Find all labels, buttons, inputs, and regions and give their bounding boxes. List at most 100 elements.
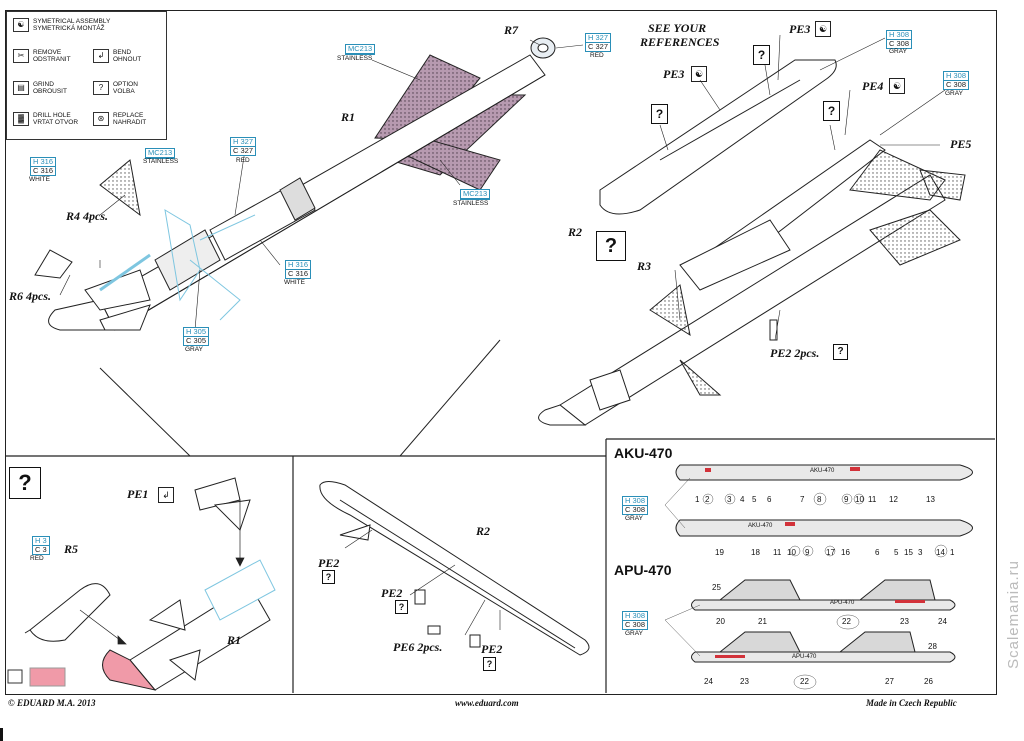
option-mark-pe2-right: ? (483, 657, 496, 671)
grind-icon: ▤ (13, 81, 29, 95)
decal-number: 11 (773, 548, 782, 557)
decal-number: 9 (844, 495, 849, 504)
decal-number: 3 (727, 495, 732, 504)
aku-stencil-top: AKU-470 (810, 468, 835, 474)
label-r3: R3 (637, 259, 652, 273)
decal-number: 11 (868, 495, 877, 504)
decal-number: 1 (950, 548, 955, 557)
label-pe5: PE5 (950, 137, 972, 151)
option-mark-pe4: ? (823, 101, 840, 121)
decal-number: 6 (767, 495, 772, 504)
label-r4: R4 4pcs. (66, 209, 108, 223)
decal-number: 13 (926, 495, 935, 504)
decal-number: 5 (894, 548, 899, 557)
label-pe1: PE1 (127, 487, 149, 501)
decal-number: 22 (842, 617, 851, 626)
bend-icon-pe1: ↲ (158, 487, 174, 503)
decal-number: 23 (900, 617, 909, 626)
ref-gray-apu: GRAY (625, 630, 643, 637)
ref-red-r5: RED (30, 555, 44, 562)
decal-number: 2 (705, 495, 710, 504)
remove-icon: ✂ (13, 49, 29, 63)
label-r1-detail: R1 (227, 633, 242, 647)
ref-red-body: RED (236, 157, 250, 164)
decal-number: 6 (875, 548, 880, 557)
decal-number: 22 (800, 677, 809, 686)
decal-number: 9 (805, 548, 810, 557)
decal-number: 24 (704, 677, 713, 686)
option-mark-pe2-left: ? (322, 570, 335, 584)
ref-gray-pylon-top: GRAY (889, 48, 907, 55)
decal-number: 14 (936, 548, 945, 557)
label-r2-detail: R2 (476, 524, 491, 538)
ref-stainless-r4: STAINLESS (143, 158, 179, 165)
label-pe2-mid: PE2 (381, 586, 403, 600)
label-pe2-right: PE2 (481, 642, 503, 656)
decal-number: 16 (841, 548, 850, 557)
decal-number: 7 (800, 495, 805, 504)
ref-r7-color-name: RED (590, 52, 604, 59)
decal-number: 23 (740, 677, 749, 686)
symmetrical-icon-pe3-left: ☯ (691, 66, 707, 82)
ref-mc213-bottom: MC213 (460, 189, 491, 200)
watermark: Scalemania.ru (1005, 560, 1022, 669)
aku-470-title: AKU-470 (614, 445, 673, 461)
decal-number: 17 (826, 548, 835, 557)
label-pe2-left: PE2 (318, 556, 340, 570)
symmetrical-icon-pe4: ☯ (889, 78, 905, 94)
ref-gray-h305: GRAY (185, 346, 203, 353)
label-r7: R7 (504, 23, 519, 37)
decal-number: 10 (787, 548, 796, 557)
label-pe3-left: PE3 (663, 67, 685, 81)
decal-number: 4 (740, 495, 745, 504)
label-r6: R6 4pcs. (9, 289, 51, 303)
decal-number: 12 (889, 495, 898, 504)
label-pe4: PE4 (862, 79, 884, 93)
option-mark-pe3-left: ? (651, 104, 668, 124)
see-references-line2: REFERENCES (640, 35, 720, 49)
decal-number: 20 (716, 617, 725, 626)
label-r1-main: R1 (341, 110, 356, 124)
label-pe2-2pcs: PE2 2pcs. (770, 346, 820, 360)
ref-stainless-top: STAINLESS (337, 55, 373, 62)
ref-mc213-top: MC213 (345, 44, 376, 55)
apu-stencil-top: APU-470 (830, 600, 855, 606)
see-references-line1: SEE YOUR (648, 21, 707, 35)
ref-stainless-bottom: STAINLESS (453, 200, 489, 207)
decal-number: 24 (938, 617, 947, 626)
decal-number: 3 (918, 548, 923, 557)
ref-white-body: WHITE (284, 279, 305, 286)
footer-website[interactable]: www.eduard.com (455, 698, 519, 708)
drill-hole-icon: ▓ (13, 112, 29, 126)
apu-470-title: APU-470 (614, 562, 672, 578)
decal-number: 15 (904, 548, 913, 557)
decal-number: 5 (752, 495, 757, 504)
decal-number: 27 (885, 677, 894, 686)
option-mark-pe2-mid: ? (395, 600, 408, 614)
ref-gray-pylon-right: GRAY (945, 90, 963, 97)
option-icon: ? (93, 81, 109, 95)
footer-copyright: © EDUARD M.A. 2013 (8, 698, 96, 708)
replace-icon: ⊛ (93, 112, 109, 126)
decal-number: 8 (817, 495, 822, 504)
decal-number: 10 (855, 495, 864, 504)
option-mark-detail: ? (9, 467, 41, 499)
decal-number: 25 (712, 583, 721, 592)
